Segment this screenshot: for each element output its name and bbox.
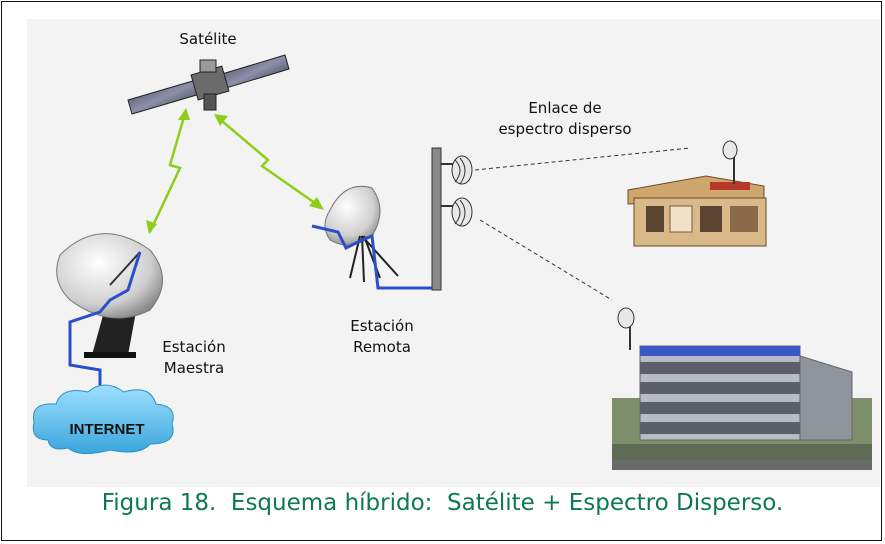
internet-label: INTERNET <box>69 421 145 438</box>
store-antenna-icon <box>722 140 738 184</box>
spread-spectrum-antenna-icon <box>451 155 473 185</box>
internet-cloud-icon <box>32 384 174 454</box>
satellite-link-master <box>146 108 190 234</box>
remote-cable <box>311 224 440 290</box>
figure-caption: Figura 18. Esquema híbrido: Satélite + E… <box>101 490 784 516</box>
link-label-line1: Enlace de <box>528 99 602 117</box>
master-label-line2: Maestra <box>163 359 225 377</box>
satellite-icon <box>127 54 290 115</box>
link-to-store <box>474 147 691 171</box>
master-cable <box>68 251 142 410</box>
office-antenna-icon <box>617 307 635 350</box>
store-building-icon <box>627 175 767 247</box>
satellite-link-remote <box>214 114 324 210</box>
link-to-office <box>479 219 613 301</box>
link-label-line2: espectro disperso <box>498 120 632 138</box>
spread-spectrum-antenna-icon <box>451 197 473 227</box>
office-building-icon <box>612 345 872 470</box>
antenna-mast <box>431 147 454 291</box>
remote-station-dish-icon <box>324 185 399 283</box>
remote-label-line2: Remota <box>353 338 411 356</box>
remote-label-line1: Estación <box>350 317 414 335</box>
satellite-label: Satélite <box>179 30 237 48</box>
master-station-dish-icon <box>56 233 163 358</box>
master-label-line1: Estación <box>162 338 226 356</box>
